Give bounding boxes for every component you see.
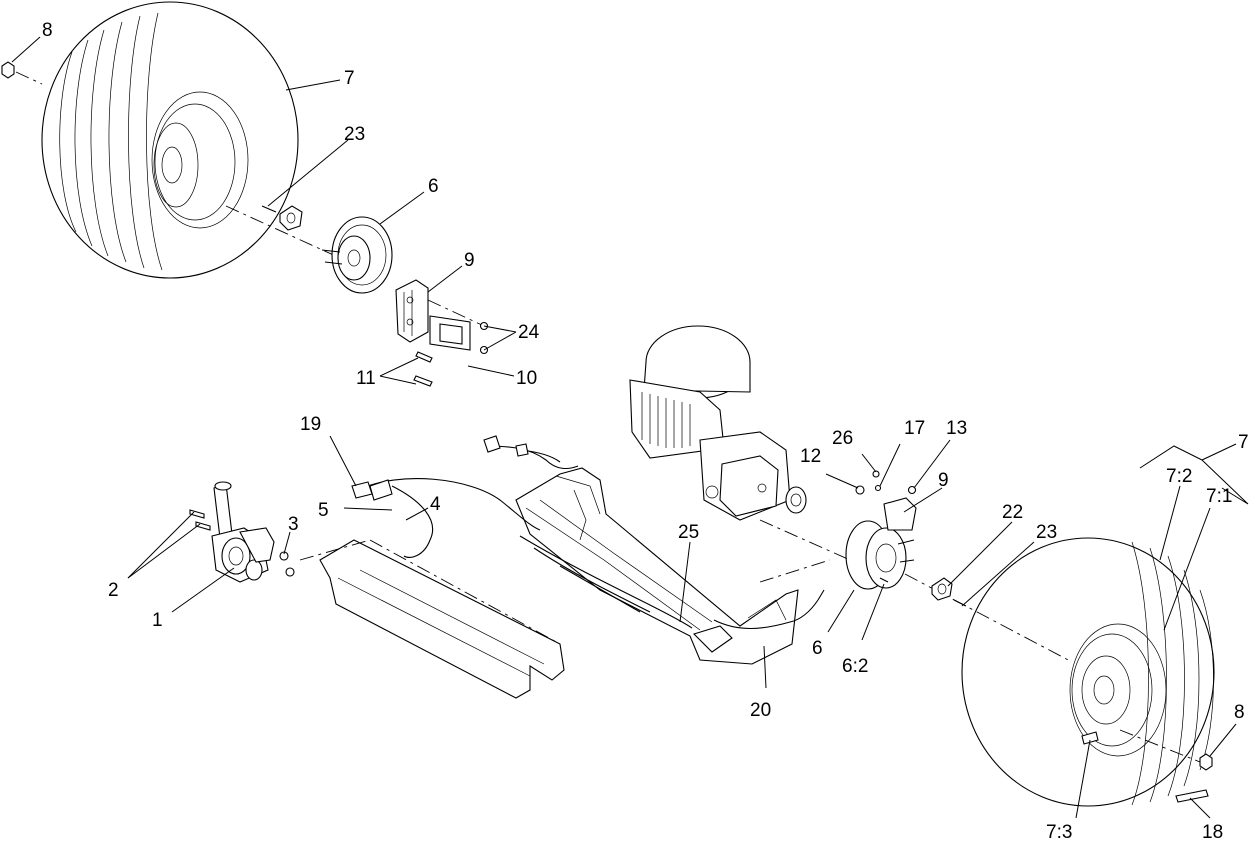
left-spacer: [279, 205, 303, 231]
callout-9-left: 9: [464, 250, 475, 271]
callout-6-right: 6: [812, 638, 823, 659]
callout-6-left: 6: [428, 176, 439, 197]
right-lug-nut: [1199, 753, 1213, 771]
callout-25: 25: [678, 522, 699, 543]
callout-1: 1: [152, 610, 163, 631]
callout-17: 17: [904, 418, 925, 439]
callout-23-right: 23: [1036, 522, 1057, 543]
left-lug-nut: [1, 61, 15, 79]
callout-8-right: 8: [1234, 702, 1245, 723]
frame-chassis: [515, 467, 831, 665]
mounting-plate: [299, 539, 565, 699]
callout-2: 2: [108, 580, 119, 601]
callout-20: 20: [750, 700, 771, 721]
callout-19: 19: [300, 414, 321, 435]
callout-13: 13: [946, 418, 967, 439]
callout-10: 10: [516, 368, 537, 389]
callout-5: 5: [318, 500, 329, 521]
callout-7-right: 7: [1238, 432, 1249, 453]
left-brake-caliper: [395, 279, 485, 351]
callout-7-1: 7:1: [1206, 486, 1232, 507]
right-hub-drum: [845, 470, 917, 590]
leader-lines: [11, 36, 1249, 819]
callout-6-2: 6:2: [842, 656, 868, 677]
callout-9-right: 9: [938, 470, 949, 491]
brake-cable: [713, 589, 825, 629]
left-bolts: [413, 321, 489, 387]
engine-transaxle: [629, 325, 851, 561]
steering-assembly: [189, 481, 295, 583]
callout-11: 11: [356, 368, 376, 389]
callout-18: 18: [1202, 822, 1223, 843]
callout-26: 26: [832, 428, 853, 449]
right-wheel-tire: [961, 537, 1215, 807]
connector: [351, 479, 393, 501]
callout-24: 24: [518, 322, 540, 343]
callout-22: 22: [1002, 502, 1023, 523]
tire-tag: [1175, 789, 1209, 803]
callout-12: 12: [800, 446, 821, 467]
callout-4: 4: [430, 494, 441, 515]
callout-labels: 8 7 23 6 9 24 11 10 19 5 4 3 2 1 25 20 2…: [42, 20, 1249, 843]
callout-8-left: 8: [42, 20, 53, 41]
valve-stem: [1081, 731, 1099, 745]
callout-7-left: 7: [344, 68, 355, 89]
right-spacer: [931, 577, 953, 601]
left-hub-disc: [321, 216, 393, 294]
callout-7-2: 7:2: [1166, 466, 1192, 487]
callout-3: 3: [288, 514, 299, 535]
left-wheel-tire: [41, 1, 299, 279]
callout-7-3: 7:3: [1046, 822, 1072, 843]
wire-harness: [357, 435, 693, 629]
callout-23-left: 23: [344, 124, 365, 145]
